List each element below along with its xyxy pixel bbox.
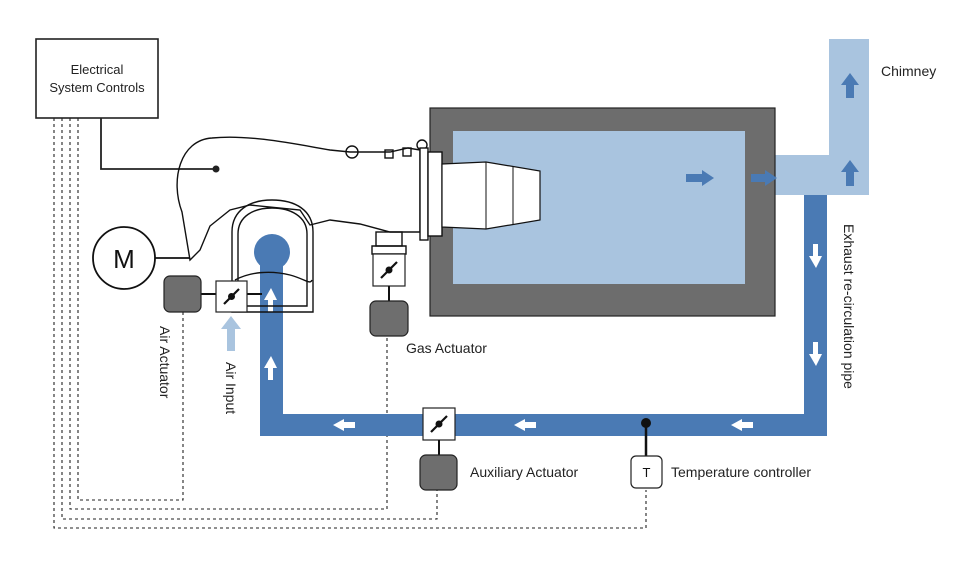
left-arrow-2 — [514, 419, 536, 431]
gas-actuator — [369, 300, 409, 337]
air-damper-pivot — [228, 293, 235, 300]
wire-air-actuator — [77, 118, 184, 501]
pipe-flow-arrows — [264, 244, 822, 431]
auxiliary-actuator-label: Auxiliary Actuator — [470, 464, 578, 480]
burner-housing — [176, 136, 421, 262]
burner-fitting-3 — [384, 149, 394, 159]
motor-icon — [92, 226, 156, 290]
burner-mount-plate — [427, 151, 443, 237]
left-arrow-1 — [731, 419, 753, 431]
air-actuator-label: Air Actuator — [157, 326, 173, 399]
motor: M — [92, 226, 190, 290]
air-input-label: Air Input — [223, 362, 239, 414]
down-arrow-1 — [809, 244, 822, 268]
controls-label-line2: System Controls — [49, 80, 145, 95]
burner-blast-tube — [441, 161, 541, 230]
furnace-right-arrow-1 — [686, 170, 714, 186]
auxiliary-actuator — [419, 454, 458, 491]
burner-air-box-inner — [237, 207, 308, 307]
temperature-controller-box — [630, 455, 663, 489]
pipe-right-vertical — [804, 195, 827, 436]
electrical-system-controls: Electrical System Controls — [35, 38, 159, 119]
motor-label: M — [113, 244, 135, 274]
burner-fitting-4 — [402, 147, 412, 157]
chimney-up-arrow-2 — [841, 160, 859, 186]
gas-actuator-assembly: Gas Actuator — [369, 253, 487, 356]
gas-valve-pivot — [385, 266, 393, 274]
air-input-arrow — [221, 316, 241, 351]
controls-label-line1: Electrical — [71, 62, 124, 77]
up-arrow-1 — [264, 356, 277, 380]
exhaust-recirculation-pipe — [254, 195, 827, 436]
pipe-bottom-horizontal — [260, 414, 827, 436]
gas-train-flange — [371, 245, 407, 255]
auxiliary-actuator-assembly: Auxiliary Actuator — [419, 407, 578, 491]
control-junction-dot — [212, 165, 220, 173]
air-actuator-assembly: Air Actuator Air Input — [157, 275, 262, 414]
exhaust-pipe-label: Exhaust re-circulation pipe — [841, 224, 857, 389]
temperature-symbol: T — [643, 465, 651, 480]
temperature-controller-label: Temperature controller — [671, 464, 811, 480]
burner-air-box — [231, 199, 314, 313]
burner-mount-flange — [419, 147, 429, 241]
chimney-label: Chimney — [881, 63, 936, 79]
wire-auxiliary-actuator — [61, 118, 438, 520]
down-arrow-2 — [809, 342, 822, 366]
burner-cable — [234, 271, 313, 283]
left-arrow-3 — [333, 419, 355, 431]
pipe-inlet-bend — [254, 234, 290, 270]
up-arrow-2 — [264, 288, 277, 312]
gas-actuator-label: Gas Actuator — [406, 340, 487, 356]
control-line-to-burner — [100, 118, 216, 170]
gas-train-neck — [375, 231, 403, 247]
controls-box — [35, 38, 159, 119]
wire-temperature-controller — [53, 118, 647, 529]
burner-fitting-1 — [345, 145, 359, 159]
wire-gas-actuator — [69, 118, 388, 510]
chimney-up-arrow-1 — [841, 73, 859, 98]
auxiliary-damper-pivot — [435, 420, 443, 428]
pipe-left-vertical — [260, 256, 283, 436]
air-actuator — [163, 275, 202, 313]
temperature-controller-assembly: T Temperature controller — [630, 418, 811, 489]
furnace-right-arrow-2 — [751, 170, 777, 186]
burner — [176, 136, 541, 313]
